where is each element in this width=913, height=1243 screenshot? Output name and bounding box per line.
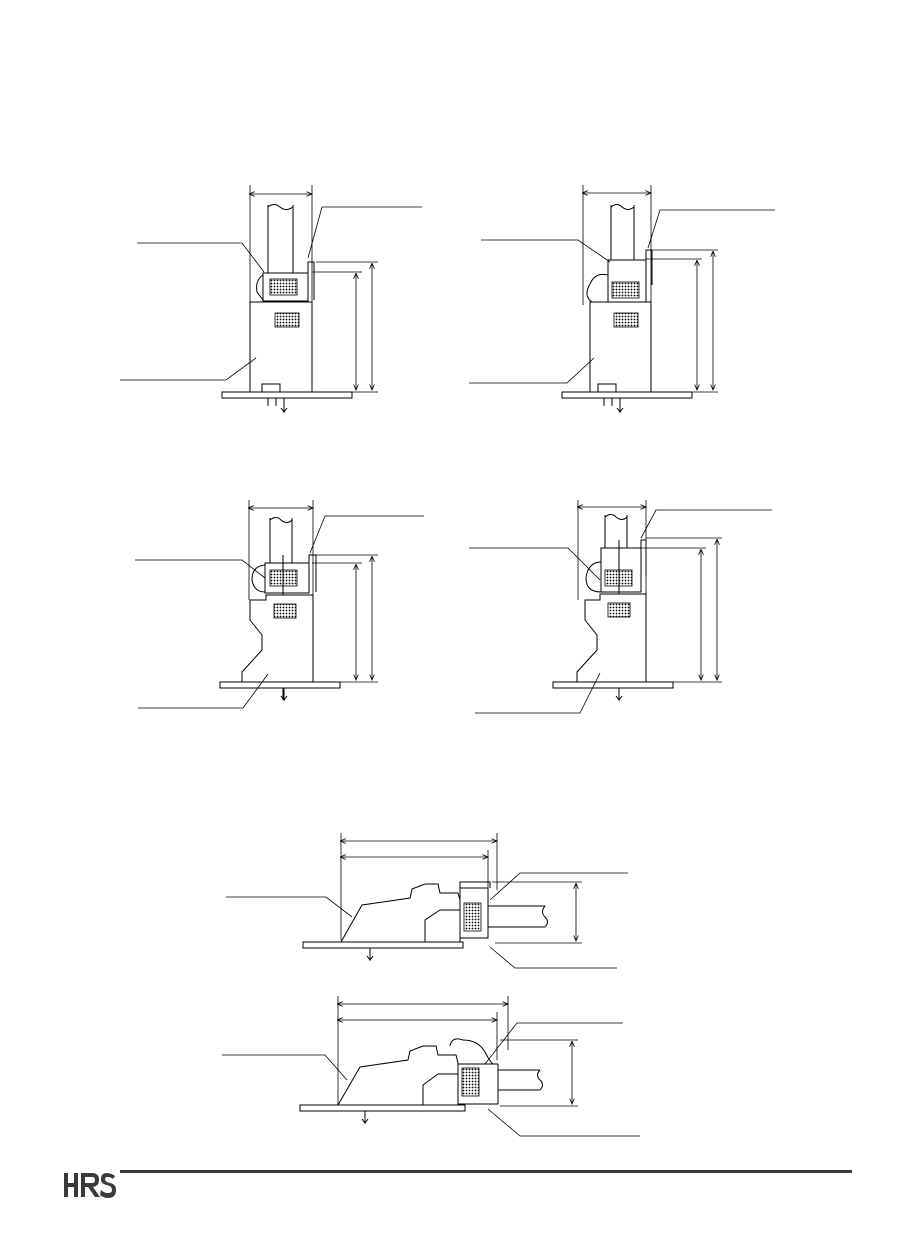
vertical-connector-2 bbox=[469, 185, 775, 414]
right-angle-connector-2 bbox=[222, 996, 640, 1137]
footer-rule bbox=[120, 1170, 852, 1173]
vertical-connector-1 bbox=[120, 185, 422, 414]
vertical-connector-3 bbox=[135, 500, 424, 709]
hrs-logo: HRS bbox=[64, 1173, 116, 1198]
right-angle-connector-1 bbox=[226, 833, 628, 969]
vertical-connector-4 bbox=[469, 500, 772, 714]
